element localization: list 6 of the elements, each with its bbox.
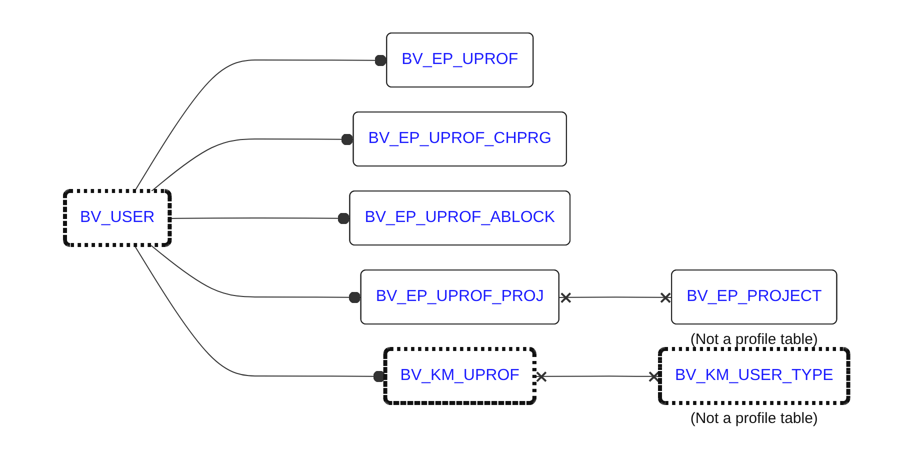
table-note: (Not a profile table) (690, 330, 818, 348)
connector (170, 212, 352, 224)
connector (134, 54, 388, 192)
connector (150, 244, 362, 303)
table-note: (Not a profile table) (690, 410, 818, 426)
connector (559, 292, 673, 303)
